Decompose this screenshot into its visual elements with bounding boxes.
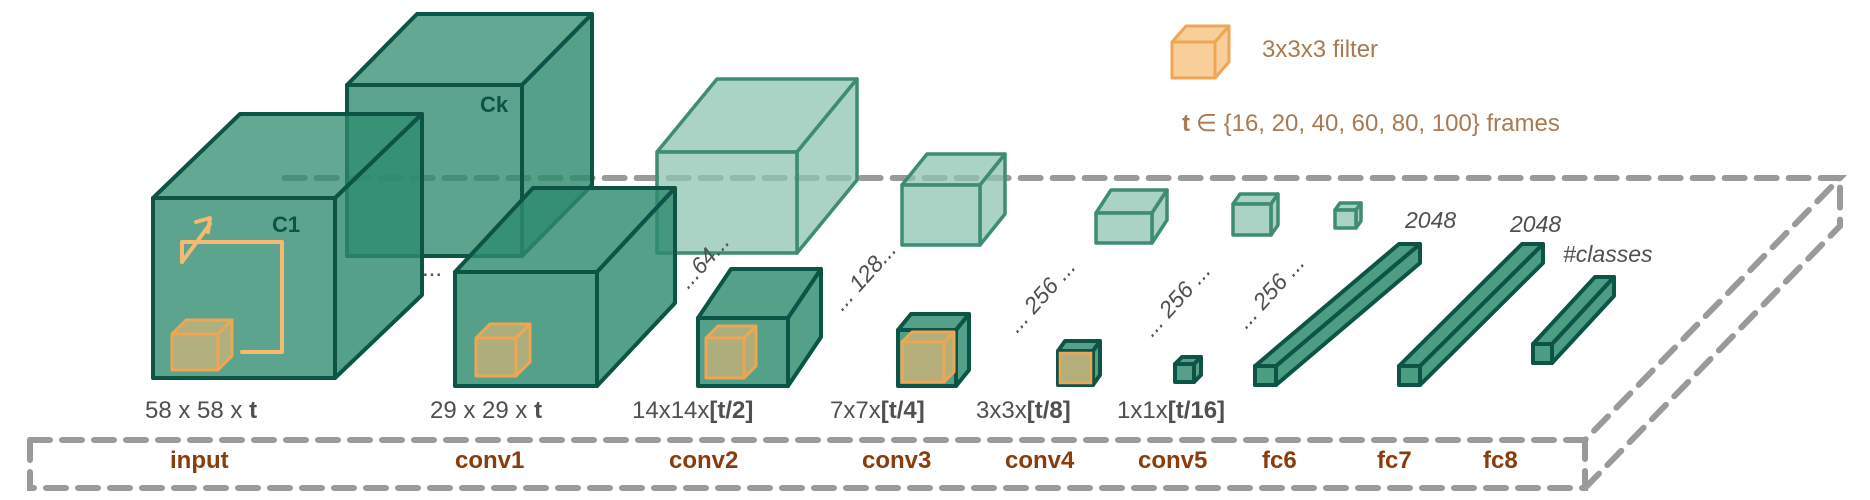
platform xyxy=(27,175,1848,491)
layer-name-conv4: conv4 xyxy=(1005,447,1075,474)
conv1-cube-back xyxy=(655,77,859,255)
conv2-filter-cube xyxy=(704,324,758,380)
filter-path-arrow xyxy=(180,216,284,354)
fc8-size-label: #classes xyxy=(1563,241,1653,267)
ck-label: Ck xyxy=(480,92,509,117)
conv4-channel-label: ... 256 ... xyxy=(1136,257,1215,341)
conv5-cube-back xyxy=(1333,201,1363,230)
conv4-filter-cube xyxy=(1058,351,1093,385)
legend-filter-label: 3x3x3 filter xyxy=(1262,36,1378,63)
conv3-dim-label: 7x7x[t/4] xyxy=(830,397,925,424)
conv2-cube-back xyxy=(900,152,1007,247)
conv1-filter-cube xyxy=(474,322,532,378)
conv3-filter-cube xyxy=(900,330,956,384)
fc6-size-label: 2048 xyxy=(1404,207,1456,233)
layer-name-fc6: fc6 xyxy=(1262,447,1297,474)
conv2-channel-label: ... 128... xyxy=(826,236,901,315)
fc7-bar xyxy=(1397,242,1545,387)
layer-name-fc7: fc7 xyxy=(1377,447,1412,474)
conv5-dim-label: 1x1x[t/16] xyxy=(1117,397,1225,424)
conv2-dim-label: 14x14x[t/2] xyxy=(632,397,753,424)
conv5-cube-front xyxy=(1173,355,1203,384)
conv4-cube-back xyxy=(1231,192,1280,237)
input-filter-cube xyxy=(170,318,234,372)
conv1-dim-label: 29 x 29 x t xyxy=(430,397,542,424)
conv4-dim-label: 3x3x[t/8] xyxy=(976,397,1071,424)
input-dim-label: 58 x 58 x t xyxy=(145,397,257,424)
input-channel-dots: ... xyxy=(422,255,442,282)
legend-filter-icon xyxy=(1170,24,1231,80)
layer-name-conv3: conv3 xyxy=(862,447,931,474)
legend-frames-label: t∈ {16, 20, 40, 60, 80, 100} frames xyxy=(1182,110,1560,137)
layer-name-conv1: conv1 xyxy=(455,447,524,474)
conv3-channel-label: ... 256 ... xyxy=(1001,253,1080,337)
layer-name-fc8: fc8 xyxy=(1483,447,1518,474)
platform-side xyxy=(1582,175,1843,491)
conv3-cube-back xyxy=(1094,188,1169,245)
layer-name-conv2: conv2 xyxy=(669,447,738,474)
layer-name-conv5: conv5 xyxy=(1138,447,1207,474)
fc6-bar xyxy=(1253,242,1422,387)
layer-name-input: input xyxy=(170,447,229,474)
fc8-bar xyxy=(1531,275,1616,365)
fc7-size-label: 2048 xyxy=(1509,211,1561,237)
conv5-channel-label: ... 256 ... xyxy=(1230,249,1309,333)
c1-label: C1 xyxy=(272,212,300,237)
platform-top xyxy=(27,175,1848,443)
platform-front xyxy=(27,437,1588,491)
